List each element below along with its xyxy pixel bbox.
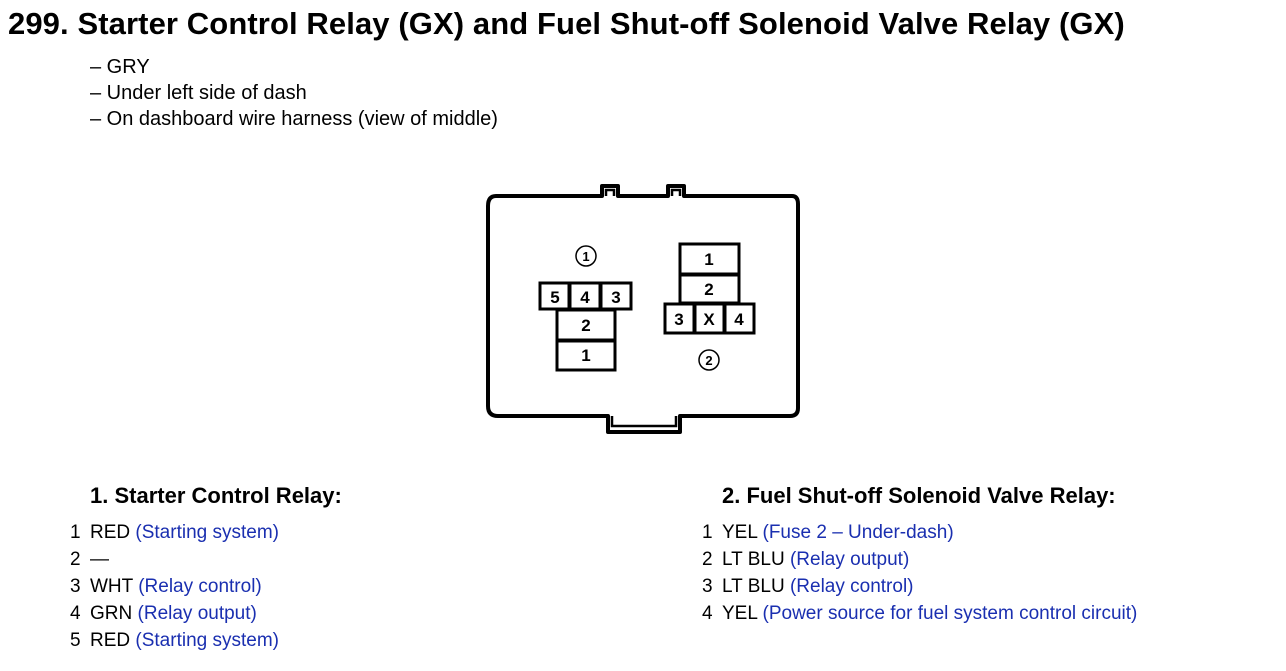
relay1-cell-2 [555,308,617,342]
connector-harness: – On dashboard wire harness (view of mid… [90,108,498,130]
connector-color: – GRY [90,56,150,78]
relay2-label-2: 2 [704,280,713,299]
connector-svg: 1 5 4 3 2 1 1 2 3 X 4 2 [486,184,800,434]
relay1-label-1: 1 [581,346,590,365]
page-title: 299. Starter Control Relay (GX) and Fuel… [8,6,1125,41]
relay1-cell-1 [555,339,617,372]
relay-connector-diagram: 1 5 4 3 2 1 1 2 3 X 4 2 [480,176,810,443]
connector-location: – Under left side of dash [90,82,307,104]
relay2-label-1: 1 [704,250,713,269]
relay1-label-3: 3 [611,288,620,307]
relay2-label-3: 3 [674,310,683,329]
relay2-heading: 2. Fuel Shut-off Solenoid Valve Relay: [722,483,1116,508]
relay1-heading: 1. Starter Control Relay: [90,483,342,508]
relay2-cell-4 [723,302,756,335]
relay2-cell-x [693,302,726,335]
relay2-cell-3 [663,302,696,335]
relay2-label-4: 4 [734,310,744,329]
connector-details: – GRY – Under left side of dash – On das… [90,54,498,132]
relay2-label-x: X [703,310,715,329]
relay1-label-4: 4 [580,288,590,307]
relay1-cell-3 [599,281,633,311]
relay1-label-5: 5 [550,288,559,307]
relay1-marker: 1 [582,249,589,264]
relay1-pin: 2— [70,549,109,570]
relay2-marker: 2 [705,353,712,368]
relay1-cell-5 [538,281,571,311]
relay1-marker-circle [575,245,597,267]
relay1-label-2: 2 [581,316,590,335]
relay2-cell-1 [678,242,741,276]
relay2-marker-circle [698,349,720,371]
connector-housing [486,184,800,434]
